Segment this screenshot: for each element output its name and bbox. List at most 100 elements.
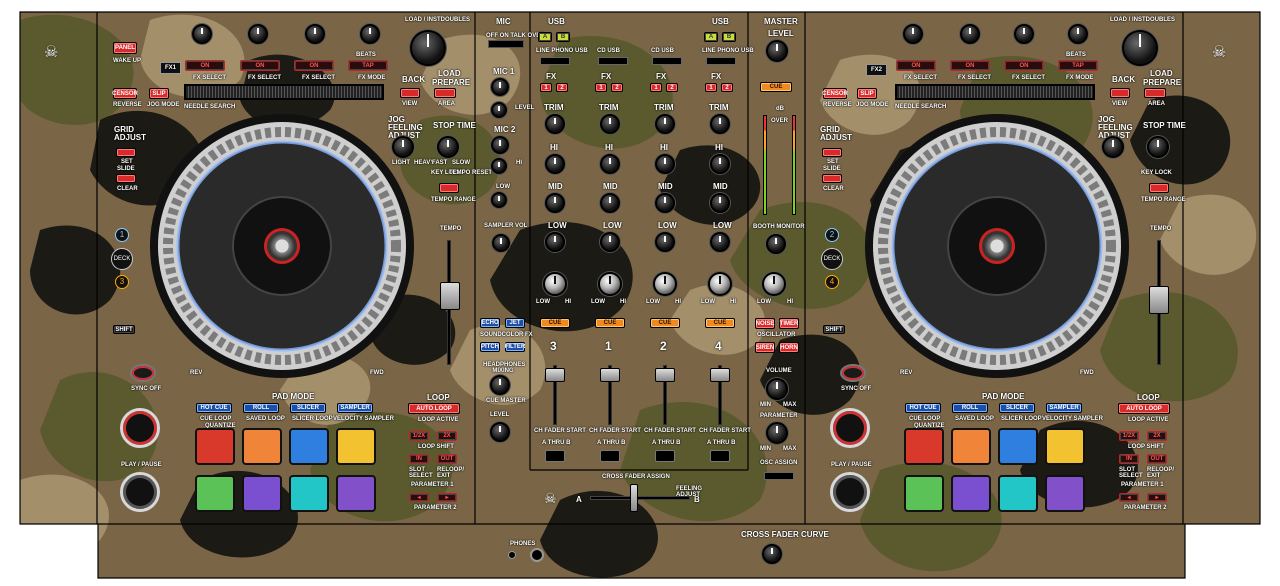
hot-cue-button-right[interactable]: HOT CUE: [905, 403, 941, 413]
fx-on-button-3[interactable]: ON: [294, 60, 334, 71]
oscillator-volume-knob[interactable]: [766, 378, 788, 400]
echo-button[interactable]: ECHO: [480, 318, 500, 328]
param-left-button[interactable]: ◂: [409, 493, 429, 502]
jog-feeling-knob-right[interactable]: [1102, 136, 1124, 158]
pad-3[interactable]: [289, 428, 329, 465]
jog-center-cap-right[interactable]: [979, 228, 1015, 264]
grid-adjust-button[interactable]: [116, 148, 136, 157]
half-loop-button[interactable]: 1/2X: [409, 431, 429, 441]
tap-button-right[interactable]: TAP: [1058, 60, 1098, 71]
pad-4[interactable]: [336, 428, 376, 465]
half-loop-button-right[interactable]: 1/2X: [1119, 431, 1139, 441]
censor-button-right[interactable]: CENSOR: [822, 88, 848, 99]
key-lock-button-right[interactable]: [1149, 183, 1169, 193]
loop-in-button[interactable]: IN: [409, 454, 429, 464]
ch4-filter-knob[interactable]: [708, 272, 732, 296]
needle-search-strip[interactable]: [184, 84, 384, 100]
ch1-channel-fader[interactable]: [600, 368, 620, 382]
stop-time-knob[interactable]: [437, 136, 459, 158]
ch3-hi-knob[interactable]: [545, 154, 565, 174]
key-lock-button[interactable]: [439, 183, 459, 193]
usb-a-button-right[interactable]: A: [704, 32, 718, 42]
pad-2[interactable]: [242, 428, 282, 465]
mic-hi-knob[interactable]: [491, 102, 507, 118]
ch2-fx2-button[interactable]: 2: [666, 83, 678, 92]
pad-r5[interactable]: [904, 475, 944, 512]
ch4-mid-knob[interactable]: [710, 193, 730, 213]
fx-on-button-r3[interactable]: ON: [1004, 60, 1044, 71]
master-level-knob[interactable]: [766, 40, 788, 62]
deck-button-right[interactable]: DECK: [821, 248, 843, 270]
tap-button[interactable]: TAP: [348, 60, 388, 71]
ch3-filter-knob[interactable]: [543, 272, 567, 296]
oscillator-parameter-knob[interactable]: [766, 422, 788, 444]
sampler-button[interactable]: SAMPLER: [337, 403, 373, 413]
double-loop-button-right[interactable]: 2X: [1147, 431, 1167, 441]
input-select-1[interactable]: [598, 57, 628, 65]
param-right-button[interactable]: ▸: [437, 493, 457, 502]
fx-on-button-2[interactable]: ON: [240, 60, 280, 71]
ch1-hi-knob[interactable]: [600, 154, 620, 174]
browse-rotary[interactable]: [410, 30, 446, 66]
slicer-button-right[interactable]: SLICER: [999, 403, 1035, 413]
mic2-level-knob[interactable]: [491, 136, 509, 154]
mic-switch[interactable]: [488, 40, 524, 48]
slip-button[interactable]: SLIP: [149, 88, 169, 99]
ch3-fx2-button[interactable]: 2: [556, 83, 568, 92]
deck-4-indicator[interactable]: 4: [825, 275, 839, 289]
fx-level-knob-2[interactable]: [248, 24, 268, 44]
mic-mid-knob[interactable]: [491, 158, 507, 174]
timer-button[interactable]: TIMER: [779, 318, 799, 329]
crossfader-curve-knob[interactable]: [762, 544, 782, 564]
pad-6[interactable]: [242, 475, 282, 512]
pitch-button[interactable]: PITCH: [480, 342, 500, 352]
fx-level-knob-r2[interactable]: [960, 24, 980, 44]
ch2-hi-knob[interactable]: [655, 154, 675, 174]
beats-knob[interactable]: [360, 24, 380, 44]
censor-button[interactable]: CENSOR: [112, 88, 138, 99]
tempo-fader-right[interactable]: [1149, 286, 1169, 314]
mic1-level-knob[interactable]: [491, 78, 509, 96]
fx-on-button-1[interactable]: ON: [185, 60, 225, 71]
ch3-trim-knob[interactable]: [545, 114, 565, 134]
fx-level-knob-3[interactable]: [305, 24, 325, 44]
shift-button-right[interactable]: SHIFT: [823, 325, 845, 334]
noise-button[interactable]: NOISE: [755, 318, 775, 329]
auto-loop-button-right[interactable]: AUTO LOOP: [1118, 403, 1170, 414]
ch2-trim-knob[interactable]: [655, 114, 675, 134]
grid-slide-button-right[interactable]: [822, 174, 842, 183]
slip-button-right[interactable]: SLIP: [857, 88, 877, 99]
jog-feeling-knob[interactable]: [392, 136, 414, 158]
loop-out-button[interactable]: OUT: [437, 454, 457, 464]
panel-button[interactable]: PANEL: [113, 42, 137, 54]
deck-3-indicator[interactable]: 3: [115, 275, 129, 289]
headphones-level-knob[interactable]: [490, 422, 510, 442]
param-right-button-right[interactable]: ▸: [1147, 493, 1167, 502]
param-left-button-right[interactable]: ◂: [1119, 493, 1139, 502]
play-pause-button[interactable]: [120, 472, 160, 512]
ch3-low-knob[interactable]: [545, 232, 565, 252]
ch4-low-knob[interactable]: [710, 232, 730, 252]
ch2-channel-fader[interactable]: [655, 368, 675, 382]
slicer-button[interactable]: SLICER: [290, 403, 326, 413]
back-button-right[interactable]: [1110, 88, 1130, 98]
jet-button[interactable]: JET: [505, 318, 525, 328]
filter-button[interactable]: FILTER: [504, 342, 526, 352]
back-button[interactable]: [400, 88, 420, 98]
ch4-cue-button[interactable]: CUE: [705, 318, 735, 328]
master-cue-button[interactable]: CUE: [760, 82, 792, 92]
cue-button-right[interactable]: [830, 408, 870, 448]
loop-out-button-right[interactable]: OUT: [1147, 454, 1167, 464]
fx-on-button-r1[interactable]: ON: [896, 60, 936, 71]
fx-on-button-r2[interactable]: ON: [950, 60, 990, 71]
tempo-fader[interactable]: [440, 282, 460, 310]
headphones-mixing-knob[interactable]: [490, 375, 510, 395]
pad-7[interactable]: [289, 475, 329, 512]
sampler-button-right[interactable]: SAMPLER: [1046, 403, 1082, 413]
pad-r7[interactable]: [998, 475, 1038, 512]
fx-level-knob-r1[interactable]: [903, 24, 923, 44]
ch4-hi-knob[interactable]: [710, 154, 730, 174]
ch3-xfader-assign-switch[interactable]: [545, 450, 565, 462]
sync-button-right[interactable]: [840, 364, 866, 382]
stop-time-knob-right[interactable]: [1147, 136, 1169, 158]
